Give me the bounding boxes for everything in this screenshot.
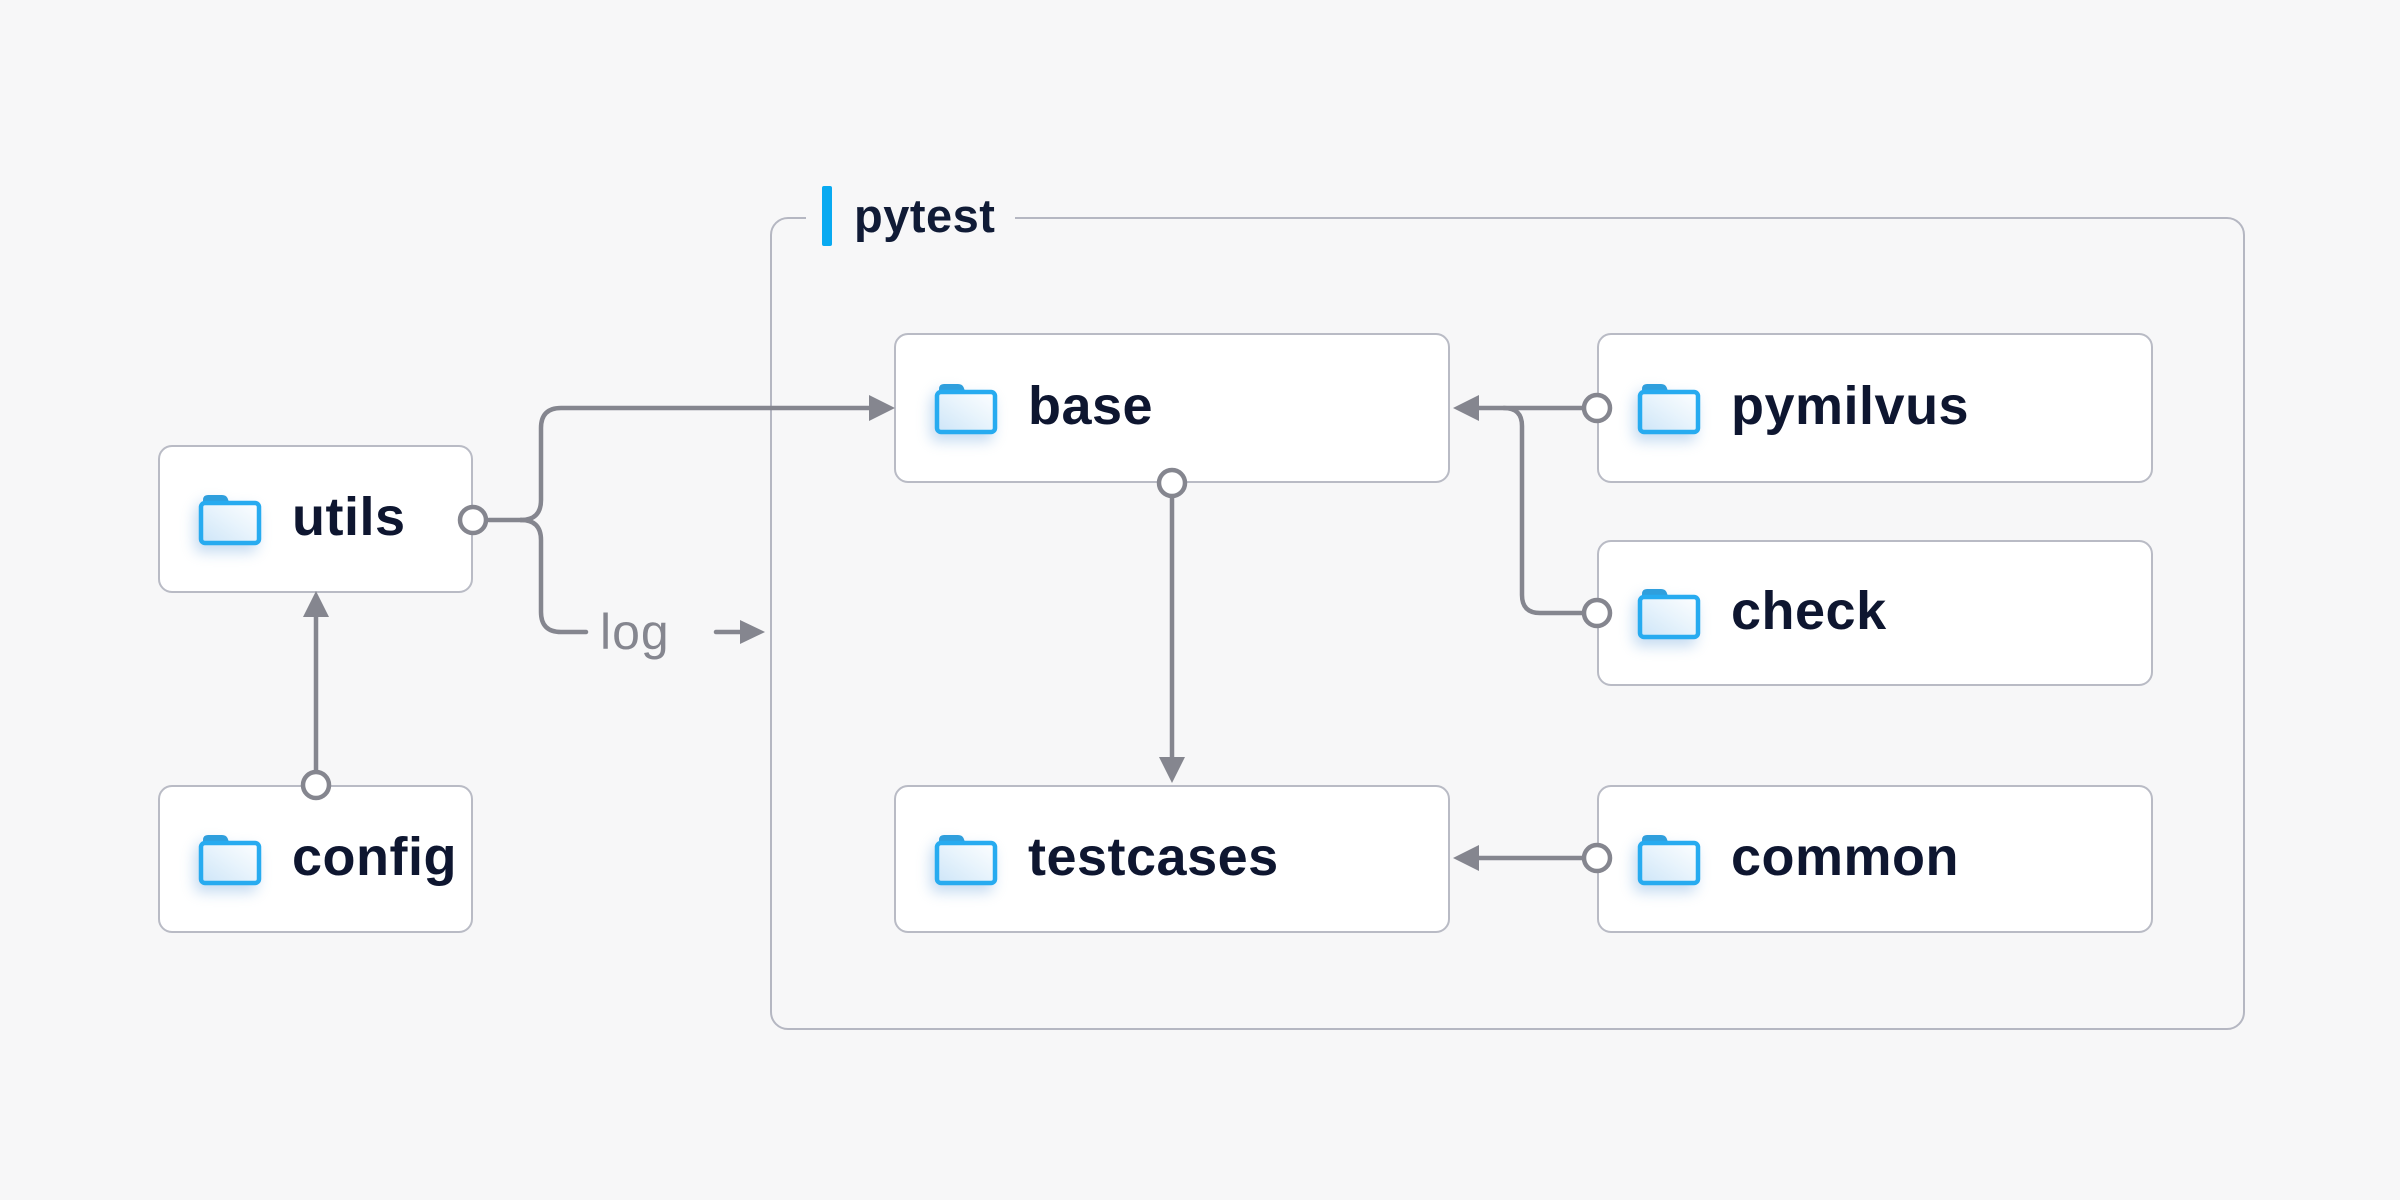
node-label: check <box>1731 581 1887 641</box>
folder-node-utils: utils <box>158 445 473 593</box>
edge-log-pytest-arrowhead <box>740 620 765 644</box>
folder-body <box>1637 594 1701 640</box>
folder-body <box>198 840 262 886</box>
accent-bar <box>822 186 832 246</box>
folder-icon <box>198 495 262 546</box>
folder-body <box>1637 840 1701 886</box>
node-label: pymilvus <box>1731 376 1970 436</box>
folder-body <box>1637 389 1701 435</box>
folder-icon <box>934 835 998 886</box>
node-label: common <box>1731 827 1960 887</box>
folder-node-base: base <box>894 333 1450 483</box>
node-label: testcases <box>1028 827 1279 887</box>
folder-icon <box>1637 589 1701 640</box>
pytest-group-box <box>770 217 2245 1030</box>
folder-node-pymilvus: pymilvus <box>1597 333 2153 483</box>
folder-body <box>934 389 998 435</box>
node-label: config <box>292 827 457 887</box>
folder-node-check: check <box>1597 540 2153 686</box>
folder-body <box>934 840 998 886</box>
folder-icon <box>934 384 998 435</box>
folder-icon <box>198 835 262 886</box>
folder-body <box>198 500 262 546</box>
folder-node-testcases: testcases <box>894 785 1450 933</box>
log-label: log <box>600 604 670 660</box>
folder-node-config: config <box>158 785 473 933</box>
folder-node-common: common <box>1597 785 2153 933</box>
edge-config-utils-arrowhead <box>303 591 329 617</box>
pytest-group-title: pytest <box>854 189 996 242</box>
edge-utils-log-line <box>518 517 589 635</box>
node-label: utils <box>292 487 406 547</box>
pytest-group-label: pytest <box>806 184 1016 248</box>
node-label: base <box>1028 376 1154 436</box>
folder-icon <box>1637 384 1701 435</box>
folder-icon <box>1637 835 1701 886</box>
